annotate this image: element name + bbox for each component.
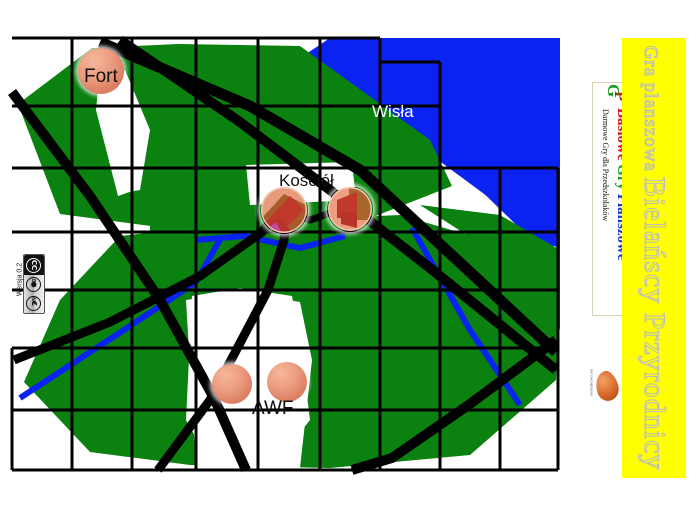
leaf-credit-block: ekoludkowo.net bbox=[578, 362, 624, 414]
title-line-small: Gra planszowa bbox=[640, 45, 662, 172]
title-line-big: Bielańscy Przyrodnicy bbox=[638, 177, 672, 471]
map-label-kosciol: Kościół bbox=[279, 171, 334, 190]
title-banner-text: Gra planszowa Bielańscy Przyrodnicy bbox=[637, 45, 672, 471]
cc-logo-icon: CC bbox=[24, 255, 44, 275]
token-kosciol-left[interactable] bbox=[260, 186, 308, 234]
token-awf-right[interactable] bbox=[267, 362, 307, 402]
license-badge: CC ● € BY NC Wersja 0.2 bbox=[5, 252, 61, 314]
version-label: Wersja 0.2 bbox=[16, 262, 24, 297]
road-ne-to-sw bbox=[117, 35, 560, 374]
park-green-east-strip bbox=[420, 205, 560, 330]
leaf-icon bbox=[592, 368, 622, 404]
cc-nc-icon: € bbox=[26, 294, 42, 313]
creative-commons-badge[interactable]: CC ● € bbox=[23, 254, 45, 314]
stream-centre bbox=[195, 232, 346, 252]
cc-by-icon: ● bbox=[26, 275, 42, 294]
map-label-wisla: Wisła bbox=[372, 102, 414, 121]
cc-glyph: CC bbox=[26, 257, 42, 273]
letter-g: G bbox=[604, 84, 623, 98]
leaf-credit-text: ekoludkowo.net bbox=[588, 368, 594, 397]
token-awf-left[interactable] bbox=[212, 364, 252, 404]
publisher-tagline: Darmowe Gry dla Przedszkolaków bbox=[601, 109, 610, 222]
token-kosciol-right[interactable] bbox=[327, 186, 373, 232]
map-label-fort: Fort bbox=[84, 66, 118, 87]
no-commercial-icon: € bbox=[26, 296, 42, 311]
token-fort[interactable] bbox=[78, 48, 124, 94]
person-icon: ● bbox=[26, 277, 42, 292]
title-banner: Gra planszowa Bielańscy Przyrodnicy bbox=[622, 38, 686, 478]
map-label-awf: AWF bbox=[252, 398, 294, 419]
road-south-east bbox=[350, 335, 559, 475]
grid-vertical-lines bbox=[10, 38, 560, 470]
